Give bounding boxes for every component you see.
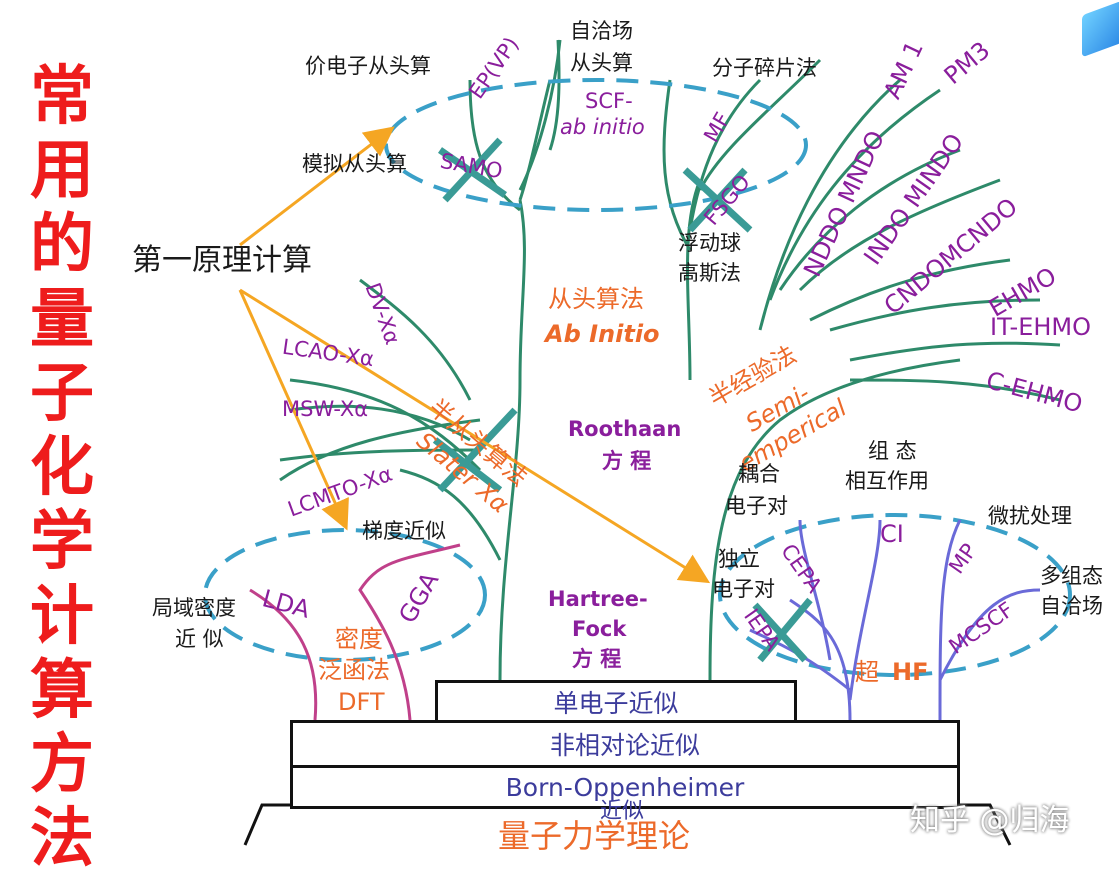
- scf-method-1: SCF-: [585, 89, 633, 113]
- super-hf-zh: 超: [855, 658, 879, 686]
- title-char: 计: [30, 579, 94, 654]
- group-label-2: 相互作用: [845, 469, 929, 493]
- independent-label-2: 电子对: [712, 577, 775, 601]
- nonrelativistic-label: 非相对论近似: [549, 731, 700, 760]
- dft-branches: [249, 543, 461, 721]
- floating-label-1: 浮动球: [678, 231, 741, 255]
- cross-marks: [432, 137, 813, 663]
- vertical-title: 常 用 的 量 子 化 学 计 算 方 法: [22, 60, 102, 877]
- born-oppenheimer-suffix: 近似: [600, 799, 645, 824]
- title-char: 用: [30, 134, 94, 209]
- title-char: 常: [30, 60, 94, 134]
- scf-label-2: 从头算: [570, 51, 633, 75]
- title-char: 化: [30, 431, 94, 506]
- title-char: 量: [30, 282, 94, 357]
- super-hf-en: HF: [892, 658, 929, 686]
- hf-branches: [749, 519, 1041, 721]
- local-label-1: 局域密度: [152, 596, 236, 620]
- pair-label-2: 电子对: [725, 494, 788, 518]
- qm-theory-label: 量子力学理论: [498, 817, 691, 855]
- single-electron-box: 单电子近似: [435, 680, 797, 724]
- watermark: 知乎 @归海: [910, 803, 1070, 838]
- main-label: 第一原理计算: [132, 243, 312, 278]
- fragment-label: 分子碎片法: [712, 56, 817, 80]
- hartree-3: 方 程: [572, 647, 622, 671]
- valence-label: 价电子从头算: [305, 54, 431, 78]
- ab-initio-en: Ab Initio: [545, 320, 660, 348]
- title-char: 学: [30, 505, 94, 580]
- title-char: 算: [30, 653, 94, 728]
- born-oppenheimer-box: Born-Oppenheimer: [290, 765, 960, 809]
- independent-label-1: 独立: [718, 547, 760, 571]
- multi-label-1: 多组态: [1040, 564, 1103, 588]
- ci-method: CI: [880, 520, 904, 548]
- dft-3: DFT: [338, 688, 385, 716]
- floating-label-2: 高斯法: [678, 261, 741, 285]
- dft-1: 密度: [335, 625, 383, 653]
- arrows: [238, 126, 711, 584]
- scf-label-1: 自洽场: [570, 19, 633, 43]
- trunk-branches: [279, 39, 1061, 681]
- hartree-2: Fock: [572, 617, 627, 641]
- title-char: 的: [30, 208, 94, 283]
- title-char: 子: [30, 356, 94, 431]
- scf-method-2: ab initio: [560, 115, 645, 139]
- multi-label-2: 自洽场: [1040, 594, 1103, 618]
- title-char: 方: [30, 728, 94, 803]
- pert-label: 微扰处理: [988, 504, 1072, 528]
- pair-label-1: 耦合: [738, 462, 780, 486]
- nonrelativistic-box: 非相对论近似: [290, 720, 960, 768]
- roothaan-1: Roothaan: [568, 417, 682, 441]
- born-oppenheimer-label: Born-Oppenheimer: [505, 772, 745, 802]
- group-label-1: 组 态: [868, 439, 917, 463]
- title-char: 法: [30, 802, 94, 877]
- xa-method: MSW-Xα: [282, 397, 369, 421]
- mimic-label: 模拟从头算: [302, 152, 407, 176]
- local-label-2: 近 似: [175, 627, 224, 651]
- dft-2: 泛函法: [318, 656, 390, 684]
- ab-initio-zh: 从头算法: [548, 285, 644, 313]
- single-electron-label: 单电子近似: [553, 689, 679, 718]
- gradient-label: 梯度近似: [362, 519, 446, 543]
- semi-method: IT-EHMO: [990, 313, 1092, 341]
- roothaan-2: 方 程: [602, 449, 652, 473]
- hartree-1: Hartree-: [548, 587, 648, 611]
